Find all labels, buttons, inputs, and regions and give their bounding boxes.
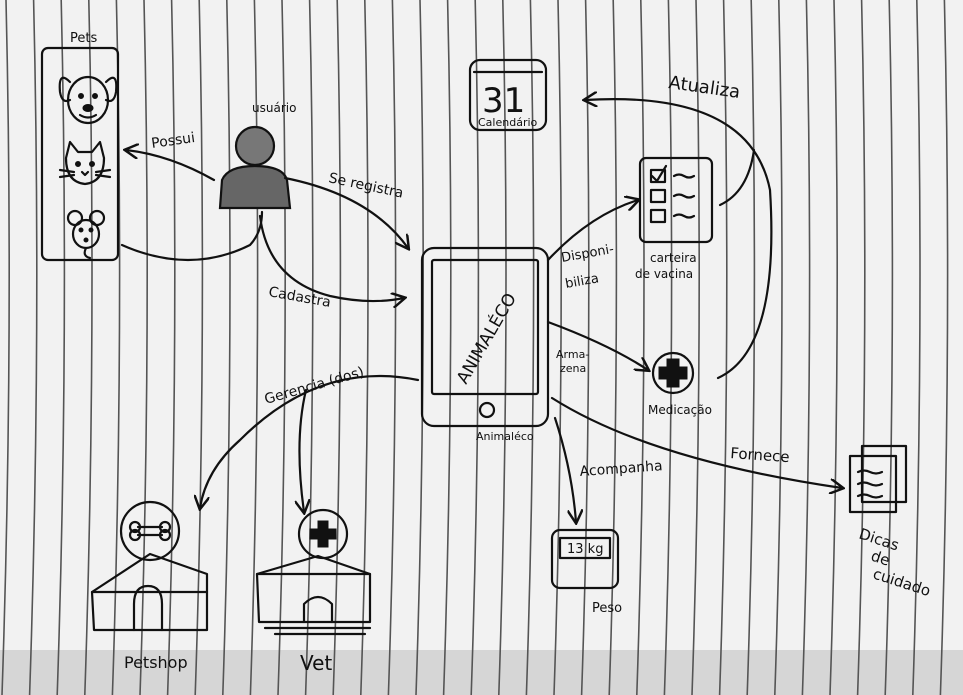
calendario-node: 31 Calendário <box>468 58 548 132</box>
ruled-line <box>829 0 838 695</box>
ruled-line <box>84 0 93 695</box>
ruled-line <box>28 0 38 695</box>
calendar-icon <box>468 58 548 132</box>
calendario-label: Calendário <box>478 116 538 129</box>
ruled-line <box>1 0 10 695</box>
ruled-line <box>884 0 894 695</box>
pets-node: Pets <box>40 31 120 262</box>
ruled-line <box>56 0 66 695</box>
tablet-home-button <box>478 401 496 419</box>
petshop-label: Petshop <box>124 653 188 672</box>
peso-node: 13 kg Peso <box>550 528 622 616</box>
ruled-line <box>691 0 700 695</box>
bone-icon <box>128 520 172 542</box>
edge-pets-usuario <box>120 210 264 262</box>
disponibiliza-label-2: biliza <box>564 271 600 292</box>
ruled-line <box>442 0 452 695</box>
edge-calendar-checklist <box>718 148 756 207</box>
medicacao-node: Medicação <box>648 351 712 417</box>
vet-building <box>255 554 372 624</box>
ruled-line <box>332 0 342 695</box>
vet-label: Vet <box>300 651 332 675</box>
ruled-line <box>498 0 507 695</box>
pets-box <box>40 46 120 262</box>
acompanha-label: Acompanha <box>579 458 663 480</box>
vet-node: Vet <box>255 508 372 675</box>
fornece-label: Fornece <box>730 444 791 466</box>
ruled-line <box>304 0 314 695</box>
edge-cadastra <box>258 214 404 301</box>
dicas-label-2: de <box>869 547 892 570</box>
ruled-line <box>387 0 397 695</box>
cat-icon <box>58 140 112 186</box>
ruled-line <box>194 0 204 695</box>
calendar-number: 31 <box>482 81 525 121</box>
document-icon-back <box>860 444 908 504</box>
peso-display: 13 kg <box>567 542 603 557</box>
ruled-line <box>636 0 645 695</box>
scale-icon <box>550 528 620 590</box>
peso-label: Peso <box>592 601 622 616</box>
ruled-line <box>746 0 756 695</box>
ruled-line <box>939 0 949 695</box>
edge-se-registra <box>283 176 408 248</box>
ruled-line <box>774 0 783 695</box>
dog-icon <box>58 75 118 125</box>
edges <box>120 99 842 522</box>
ruled-line <box>166 0 176 695</box>
vet-door <box>302 595 334 624</box>
app-label: Animaléco <box>476 430 534 443</box>
ruled-line <box>249 0 259 695</box>
edge-atualiza <box>585 99 773 380</box>
petshop-node: Petshop <box>90 500 209 672</box>
armazena-label-2: zena <box>560 362 586 375</box>
ruled-line <box>718 0 728 695</box>
ruled-line <box>608 0 618 695</box>
carteira-node: carteira de vacina <box>635 156 714 281</box>
carteira-label-1: carteira <box>650 251 697 265</box>
tablet-icon <box>420 246 550 428</box>
edge-fornece <box>550 396 842 488</box>
user-icon <box>218 125 292 210</box>
mouse-icon <box>66 209 106 260</box>
ruled-line <box>801 0 811 695</box>
ruled-line <box>553 0 562 695</box>
petshop-building <box>90 552 209 632</box>
carteira-label-2: de vacina <box>635 267 693 281</box>
ruled-line <box>277 0 286 695</box>
edge-possui <box>126 150 216 182</box>
armazena-label-1: Arma- <box>556 348 589 361</box>
ruled-line <box>139 0 148 695</box>
medical-cross-icon <box>651 351 695 395</box>
vet-cross-icon <box>309 520 337 548</box>
ruled-line <box>525 0 535 695</box>
medicacao-label: Medicação <box>648 403 712 417</box>
ruled-line <box>663 0 673 695</box>
pets-label: Pets <box>70 31 97 46</box>
edge-acompanha <box>553 416 576 522</box>
edge-disponibiliza <box>546 200 638 262</box>
edge-armazena <box>546 320 648 370</box>
usuario-label: usuário <box>252 101 296 115</box>
tablet-screen <box>430 258 540 396</box>
ruled-line <box>360 0 369 695</box>
ruled-line <box>856 0 866 695</box>
document-icon <box>848 454 898 514</box>
petshop-door <box>132 584 164 632</box>
possui-label: Possui <box>150 130 196 152</box>
ruled-line <box>912 0 921 695</box>
ruled-line <box>470 0 480 695</box>
ruled-line <box>222 0 231 695</box>
edge-gerencia-vet <box>299 388 306 512</box>
usuario-node: usuário <box>218 101 296 210</box>
edge-gerencia <box>200 374 420 508</box>
